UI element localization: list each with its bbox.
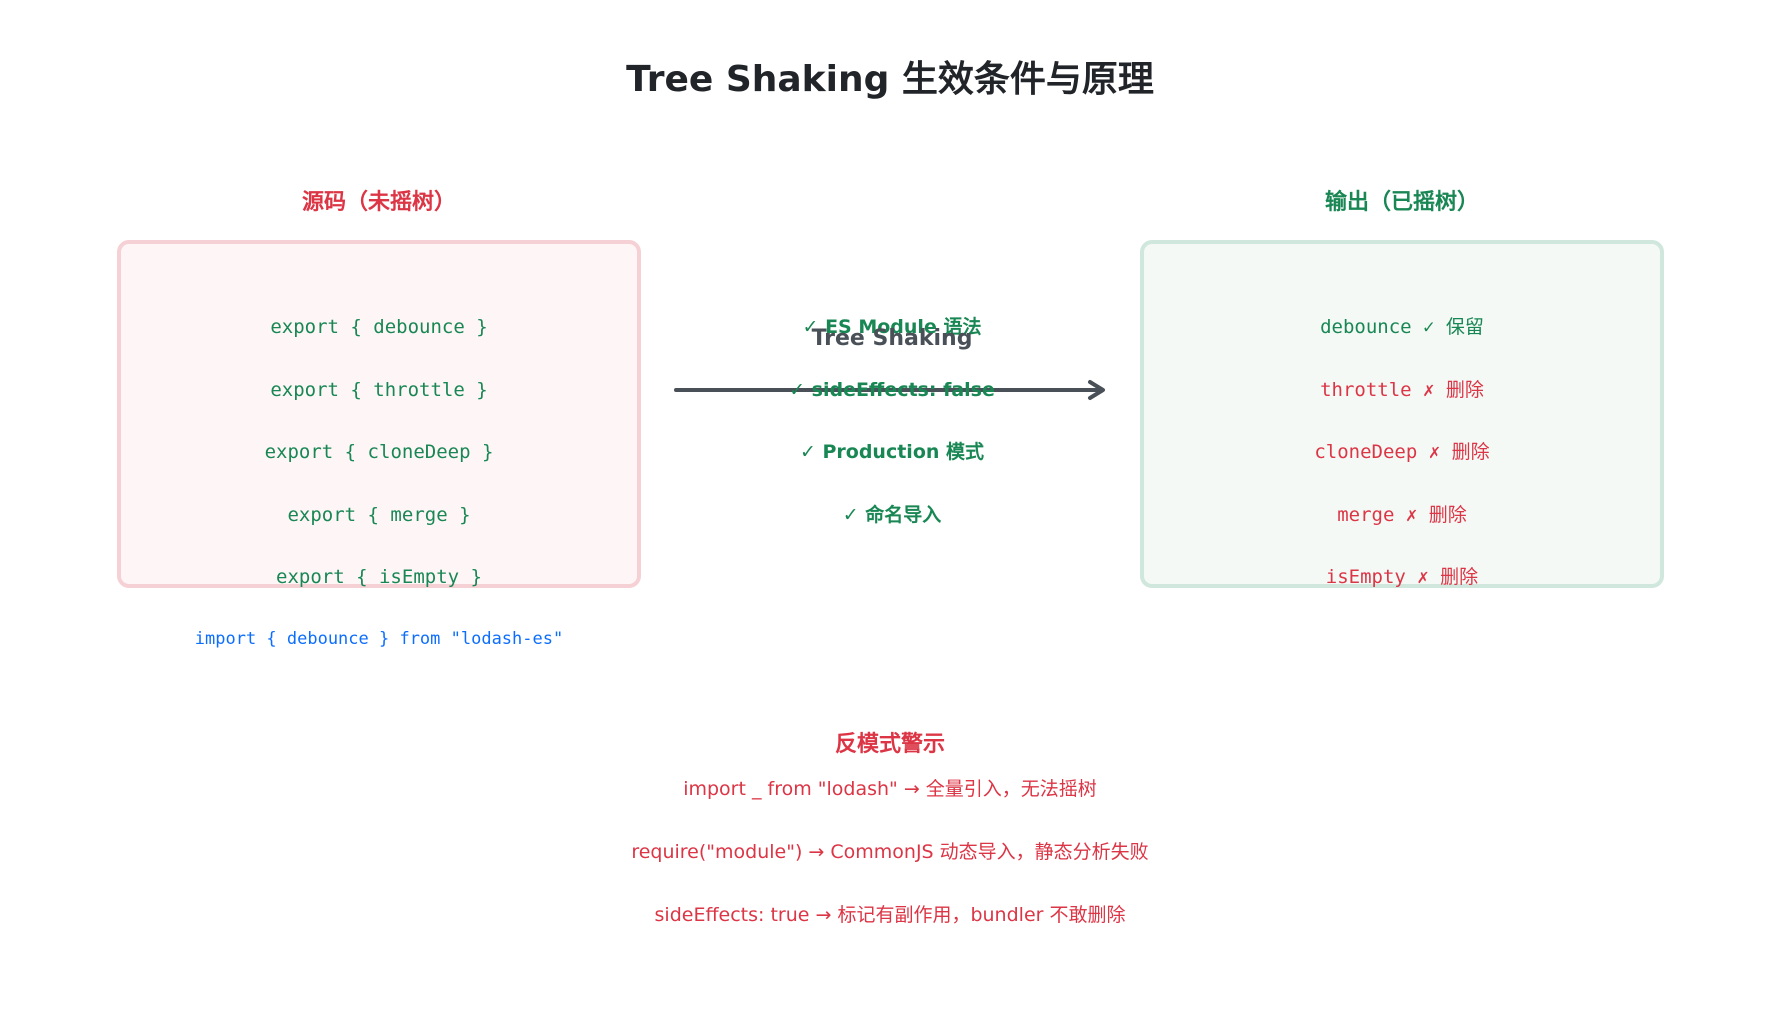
- arrow-label: Tree Shaking: [811, 326, 973, 351]
- page-title: Tree Shaking 生效条件与原理: [626, 59, 1154, 100]
- output-box: [1140, 240, 1664, 588]
- arrow-head: [1088, 380, 1105, 400]
- anti-pattern-side-effects-true: sideEffects: true → 标记有副作用，bundler 不敢删除: [654, 904, 1126, 926]
- tree-shaking-arrow: [674, 380, 1105, 400]
- condition-es-module: ✓ ES Module 语法: [802, 316, 982, 338]
- source-line-debounce: export { debounce }: [270, 316, 488, 338]
- output-line-throttle: throttle ✗ 删除: [1320, 379, 1484, 401]
- source-line-clonedeep: export { cloneDeep }: [264, 441, 494, 463]
- source-line-throttle: export { throttle }: [270, 379, 488, 401]
- condition-side-effects: ✓ sideEffects: false: [789, 379, 995, 401]
- condition-production: ✓ Production 模式: [799, 441, 985, 463]
- anti-pattern-require: require("module") → CommonJS 动态导入，静态分析失败: [631, 841, 1149, 863]
- anti-pattern-lodash-import: import _ from "lodash" → 全量引入，无法摇树: [683, 778, 1097, 800]
- output-line-merge: merge ✗ 删除: [1337, 504, 1467, 526]
- source-line-isempty: export { isEmpty }: [276, 566, 482, 588]
- anti-pattern-heading: 反模式警示: [834, 732, 945, 757]
- output-heading: 输出（已摇树）: [1324, 190, 1479, 215]
- output-line-clonedeep: cloneDeep ✗ 删除: [1314, 441, 1490, 463]
- source-box: [117, 240, 641, 588]
- import-statement: import { debounce } from "lodash-es": [194, 629, 564, 649]
- source-line-merge: export { merge }: [287, 504, 471, 526]
- output-line-isempty: isEmpty ✗ 删除: [1325, 566, 1479, 588]
- output-line-debounce: debounce ✓ 保留: [1320, 316, 1484, 338]
- source-heading: 源码（未摇树）: [301, 190, 456, 215]
- condition-named-import: ✓ 命名导入: [842, 504, 942, 526]
